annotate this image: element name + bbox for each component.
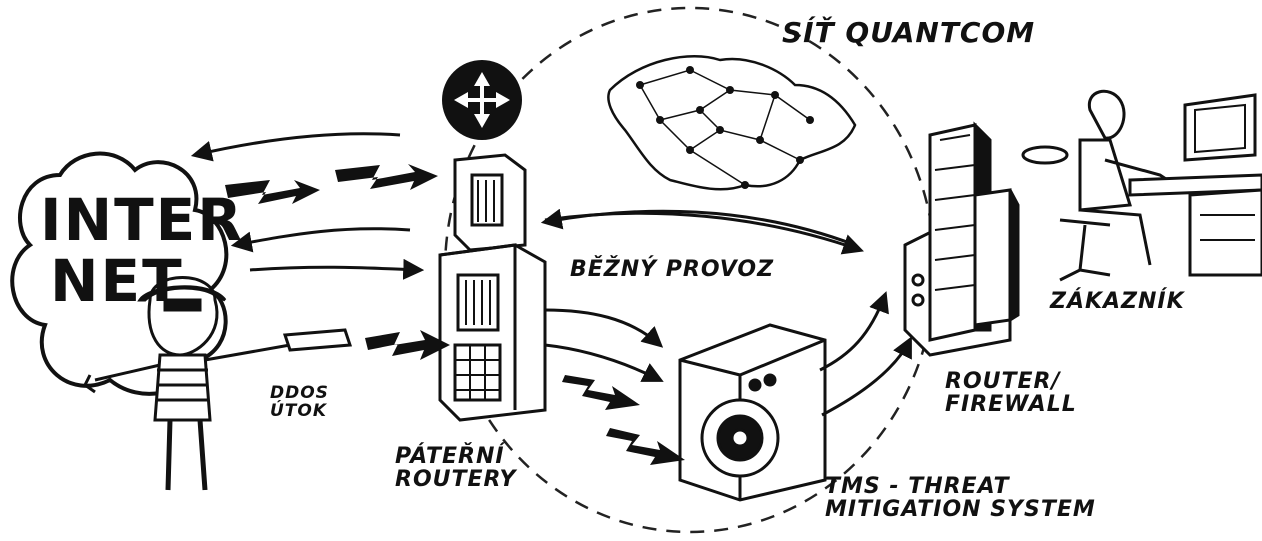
internet-label: INTER NET	[40, 190, 244, 312]
backbone-label-line1: PÁTEŘNÍ	[395, 444, 505, 469]
firewall-icon	[903, 121, 1020, 357]
washing-machine-icon	[678, 323, 827, 502]
tms-label-line2: MITIGATION SYSTEM	[825, 497, 1096, 523]
router-symbol-icon	[442, 60, 522, 140]
ddos-label: DDoS ÚTOK	[270, 383, 329, 421]
ddos-label-line2: ÚTOK	[270, 400, 328, 421]
tms-label: TMS - THREAT MITIGATION SYSTEM	[825, 475, 1096, 521]
tms-label-line1: TMS - THREAT	[825, 474, 1010, 499]
internet-label-line2: NET	[50, 246, 184, 315]
customer-icon	[1021, 89, 1262, 282]
traffic-arrows	[190, 132, 912, 417]
backbone-router-icon	[438, 153, 547, 422]
router-firewall-line2: FIREWALL	[945, 392, 1077, 418]
router-firewall-line1: ROUTER/	[945, 369, 1061, 394]
network-title: SÍŤ QUANTCOM	[782, 16, 1036, 49]
backbone-label: PÁTEŘNÍ ROUTERY	[395, 445, 516, 491]
internet-label-line1: INTER	[40, 186, 244, 254]
attacker-icon	[83, 276, 353, 491]
czech-map-icon	[607, 55, 857, 191]
ddos-label-line1: DDoS	[270, 383, 329, 403]
customer-label: ZÁKAZNÍK	[1050, 289, 1185, 314]
normal-traffic-label: BĚŽNÝ PROVOZ	[570, 257, 775, 282]
attack-arrows	[225, 164, 685, 465]
router-firewall-label: ROUTER/ FIREWALL	[945, 370, 1077, 416]
backbone-label-line2: ROUTERY	[395, 467, 517, 493]
